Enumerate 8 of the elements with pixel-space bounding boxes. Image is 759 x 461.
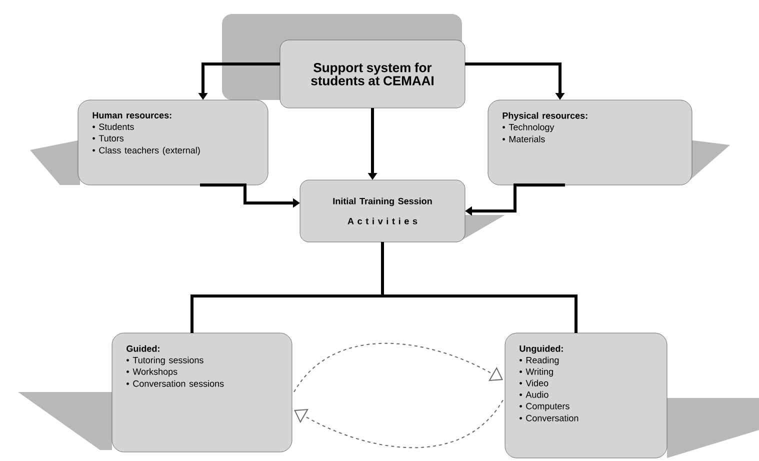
- process-box: Physical resources: • Technology • Materials: [488, 100, 692, 186]
- process-box: Unguided: • Reading • Writing • Video • Audio • Computers • Conversation: [504, 332, 668, 458]
- process-box: Human resources: • Students • Tutors • Class teachers (external): [78, 100, 268, 186]
- process-box: Support system for students at CEMAAI: [280, 40, 466, 108]
- process-box: Initial Training Session A c t i v i t i e s: [300, 180, 466, 242]
- process-box: Guided: • Tutoring sessions • Workshops • Conversation sessions: [112, 332, 292, 452]
- arrow: [294, 342, 503, 392]
- arrow: [294, 400, 504, 448]
